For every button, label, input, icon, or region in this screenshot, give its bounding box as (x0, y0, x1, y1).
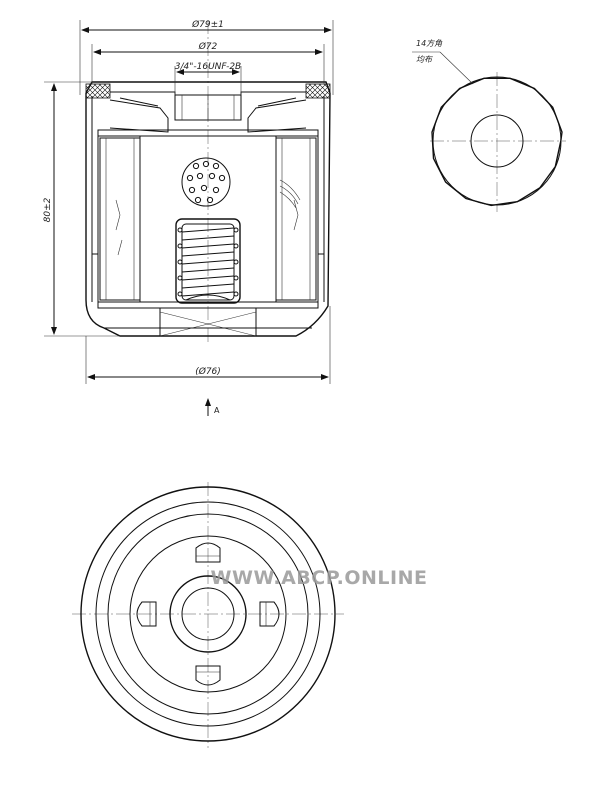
thread-label: 3/4"-16UNF-2B (175, 62, 241, 72)
bottom-view (72, 482, 344, 748)
perforation-pattern (181, 157, 231, 207)
lobe-right (259, 601, 280, 627)
hex-note-line1: 14方角 (416, 39, 443, 48)
gasket-left (85, 83, 111, 99)
watermark: WWW.ABCP.ONLINE (211, 567, 428, 589)
lobe-left (136, 601, 157, 627)
hub-bore (181, 587, 235, 641)
inner-diameter-label: Ø72 (198, 41, 218, 52)
hex-note-line2: 均布 (416, 55, 433, 64)
gasket-right (305, 83, 331, 99)
seal-ring-outer (95, 501, 321, 727)
hub-outer (169, 575, 247, 653)
dimension-lines (44, 20, 334, 384)
view-marker-label: A (214, 406, 220, 415)
section-view (85, 20, 331, 345)
bypass-spring (175, 218, 241, 304)
hex-centre-bore (470, 114, 524, 168)
lobe-bottom (195, 665, 221, 686)
outer-ring (80, 486, 336, 742)
bolt-circle (129, 535, 287, 693)
height-label: 80±2 (43, 197, 53, 222)
base-diameter-label: (Ø76) (195, 366, 221, 377)
lobe-top (195, 542, 221, 563)
seal-ring-inner (107, 513, 309, 715)
outer-diameter-label: Ø79±1 (191, 19, 224, 30)
hex-circumscribed-circle (432, 76, 562, 206)
hex-outline (431, 77, 563, 207)
top-view (412, 51, 566, 212)
